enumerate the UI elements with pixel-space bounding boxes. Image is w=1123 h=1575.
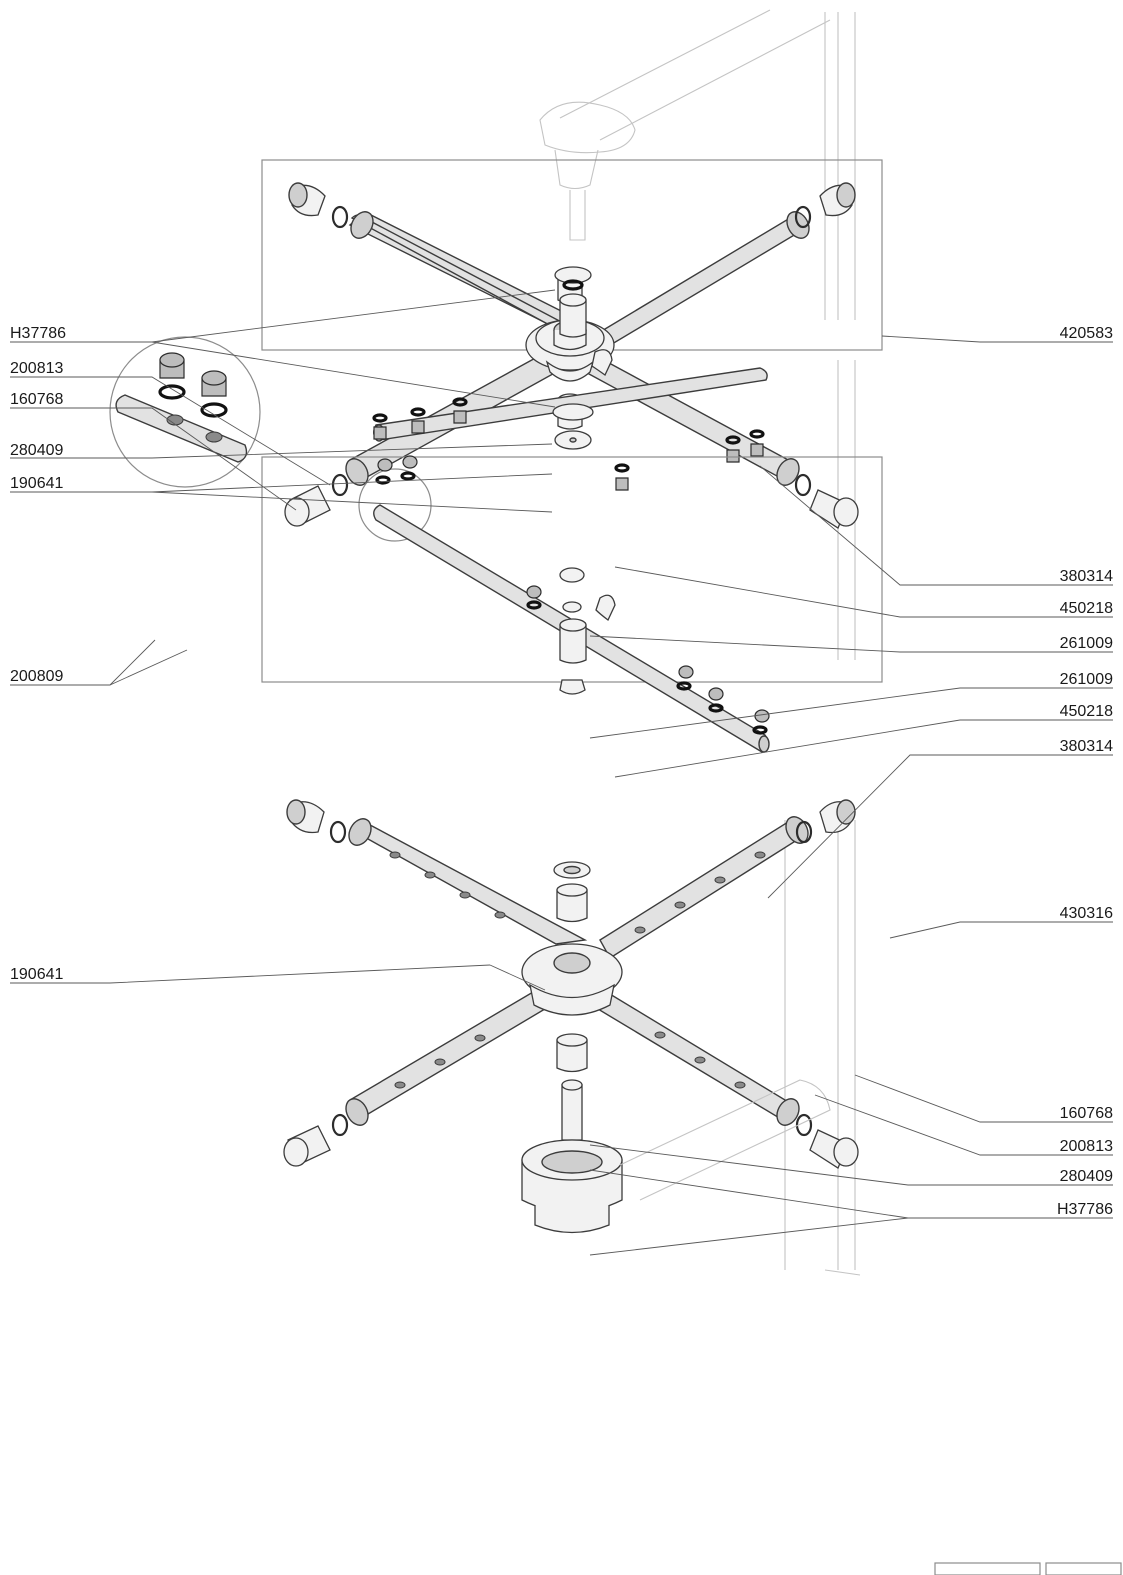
label-bottom-right-3: 280409	[1060, 1168, 1113, 1185]
label-mid-right-3: 261009	[1060, 635, 1113, 652]
label-bottom-right-2: 200813	[1060, 1138, 1113, 1155]
bottom-spray-arm	[345, 816, 809, 1126]
label-lower-right-2: 450218	[1060, 703, 1113, 720]
detail-inset-circle	[109, 336, 261, 488]
title-block-stub	[934, 1562, 1122, 1575]
label-lower-right-1: 261009	[1060, 671, 1113, 688]
label-lower-right-3: 380314	[1060, 738, 1113, 755]
label-bottom-right-1: 160768	[1060, 1105, 1113, 1122]
bottom-end-caps	[283, 799, 859, 1169]
bottom-bushings-and-hub	[521, 861, 831, 1234]
callout-labels: H37786 200813 160768 420583 280409 19064…	[10, 325, 1113, 1218]
label-top-right: 420583	[1060, 325, 1113, 342]
label-lower-left: 190641	[10, 966, 63, 983]
middle-nozzles	[372, 397, 765, 491]
label-mid-left-2: 190641	[10, 475, 63, 492]
lower-spray-bar	[358, 455, 770, 753]
label-inset: 200809	[10, 668, 63, 685]
label-lower-right-4: 430316	[1060, 905, 1113, 922]
label-mid-left-1: 280409	[10, 442, 63, 459]
upper-end-caps	[284, 182, 859, 529]
leader-lines	[10, 289, 1113, 1256]
label-top-left-1: H37786	[10, 325, 66, 342]
label-top-left-3: 160768	[10, 391, 63, 408]
label-top-left-2: 200813	[10, 360, 63, 377]
label-mid-right-1: 380314	[1060, 568, 1113, 585]
middle-spray-bar	[373, 266, 768, 450]
label-mid-right-2: 450218	[1060, 600, 1113, 617]
label-bottom-right-4: H37786	[1057, 1201, 1113, 1218]
